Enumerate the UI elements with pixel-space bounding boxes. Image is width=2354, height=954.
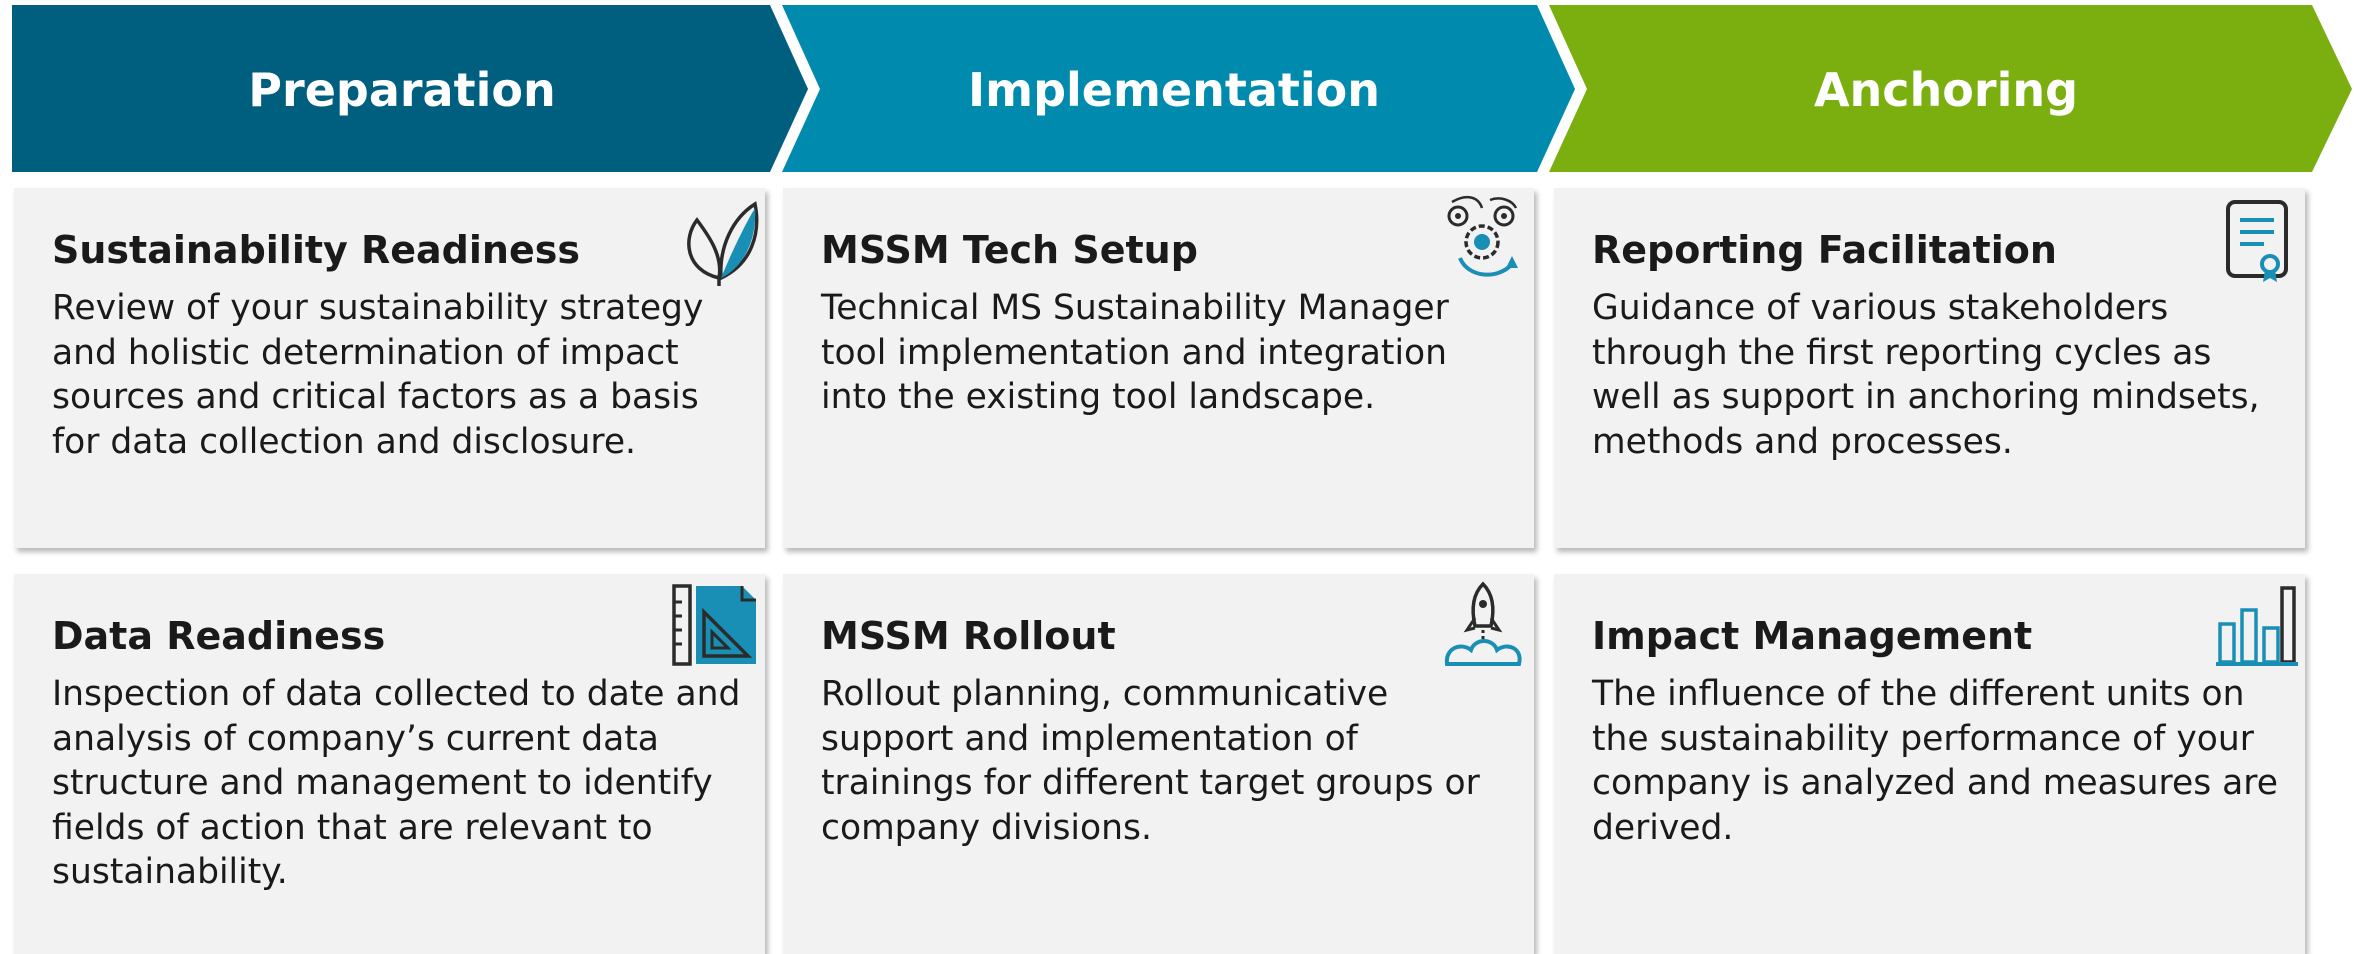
card-description: The influence of the different units on …: [1592, 674, 2278, 848]
phase-title-anchoring: Anchoring: [1813, 63, 2079, 117]
card-description: Technical MS Sustainability Manager tool…: [821, 288, 1449, 417]
card-mssm-tech-setup: MSSM Tech Setup Technical MS Sustainabil…: [783, 188, 1534, 548]
bar-chart-icon: [2216, 586, 2298, 666]
card-reporting-facilitation: Reporting Facilitation Guidance of vario…: [1554, 188, 2305, 548]
card-data-readiness: Data Readiness Inspection of data collec…: [14, 574, 765, 954]
card-description: Rollout planning, communicative support …: [821, 674, 1480, 848]
gears-icon: [1447, 195, 1518, 277]
certificate-icon: [2226, 200, 2288, 282]
ruler-triangle-icon: [672, 584, 756, 666]
chevron-implementation: [782, 5, 1575, 172]
card-title: Impact Management: [1592, 614, 2033, 658]
card-title: Reporting Facilitation: [1592, 228, 2057, 272]
card-title: MSSM Rollout: [821, 614, 1116, 658]
card-title: Data Readiness: [52, 614, 386, 658]
rocket-icon: [1444, 581, 1522, 666]
phase-title-preparation: Preparation: [248, 63, 556, 117]
leaf-icon: [687, 201, 759, 286]
card-sustainability-readiness: Sustainability Readiness Review of your …: [14, 188, 765, 548]
phase-title-implementation: Implementation: [968, 63, 1380, 117]
phase-chevron-bar: [12, 5, 2352, 172]
chevron-preparation: [12, 5, 808, 172]
card-description: Guidance of various stakeholders through…: [1592, 288, 2260, 462]
card-description: Review of your sustainability strategy a…: [52, 288, 704, 462]
card-title: MSSM Tech Setup: [821, 228, 1198, 272]
chevron-anchoring: [1549, 5, 2352, 172]
card-mssm-rollout: MSSM Rollout Rollout planning, communica…: [783, 574, 1534, 954]
card-impact-management: Impact Management The influence of the d…: [1554, 574, 2305, 954]
card-title: Sustainability Readiness: [52, 228, 580, 272]
card-description: Inspection of data collected to date and…: [52, 674, 741, 892]
